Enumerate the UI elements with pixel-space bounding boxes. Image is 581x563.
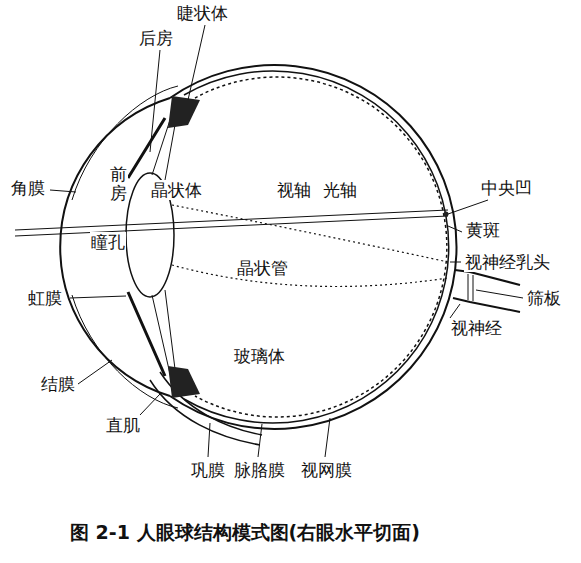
part-label: 光轴 xyxy=(322,180,358,200)
part-label: 晶状体 xyxy=(150,180,203,200)
leader-line xyxy=(325,418,330,457)
part-label: 虹膜 xyxy=(27,288,63,308)
retina xyxy=(195,77,447,417)
part-label: 瞳孔 xyxy=(90,232,126,252)
part-label: 视网膜 xyxy=(300,460,353,480)
part-label: 巩膜 xyxy=(190,460,226,480)
part-label: 后房 xyxy=(138,28,174,48)
part-label: 视神经乳头 xyxy=(464,252,551,272)
visual-axis xyxy=(15,210,448,230)
part-label: 视神经 xyxy=(450,318,503,338)
leader-line xyxy=(78,360,112,384)
part-label: 晶状管 xyxy=(236,258,289,278)
leader-line xyxy=(70,296,126,298)
zonule xyxy=(152,120,175,374)
leader-line xyxy=(150,50,160,152)
leader-line xyxy=(450,304,460,318)
leader-line xyxy=(188,25,205,100)
part-label: 脉胳膜 xyxy=(233,460,286,480)
leader-line xyxy=(50,190,76,192)
part-label: 结膜 xyxy=(40,374,76,394)
part-label: 直肌 xyxy=(105,415,141,435)
ciliary-body xyxy=(168,366,200,398)
figure-caption: 图 2-1 人眼球结构模式图(右眼水平切面) xyxy=(70,520,420,546)
fovea-point xyxy=(444,212,449,217)
leader-line xyxy=(450,262,461,263)
leader-line xyxy=(448,226,462,232)
leader-line xyxy=(476,290,523,298)
leader-line xyxy=(258,424,262,457)
sclera xyxy=(170,65,457,429)
part-label: 黄斑 xyxy=(465,220,501,240)
ciliary-body xyxy=(168,96,200,128)
part-label: 筛板 xyxy=(526,288,562,308)
leader-line xyxy=(140,394,160,415)
part-label: 中央凹 xyxy=(480,178,533,198)
part-label: 睫状体 xyxy=(176,3,229,23)
iris xyxy=(128,118,165,376)
leader-line xyxy=(448,200,488,214)
leader-line xyxy=(208,423,210,457)
part-label: 视轴 xyxy=(276,180,312,200)
conjunctiva xyxy=(72,86,178,408)
part-label: 玻璃体 xyxy=(233,346,286,366)
hyaloid-canal xyxy=(172,205,448,286)
choroid xyxy=(184,71,449,423)
optical-axis xyxy=(15,216,448,236)
part-label: 角膜 xyxy=(10,178,46,198)
lamina-cribrosa xyxy=(468,274,473,301)
optic-nerve xyxy=(453,270,520,312)
rectus-muscle xyxy=(150,372,262,445)
part-label: 前房 xyxy=(109,165,128,202)
cornea xyxy=(60,98,170,396)
